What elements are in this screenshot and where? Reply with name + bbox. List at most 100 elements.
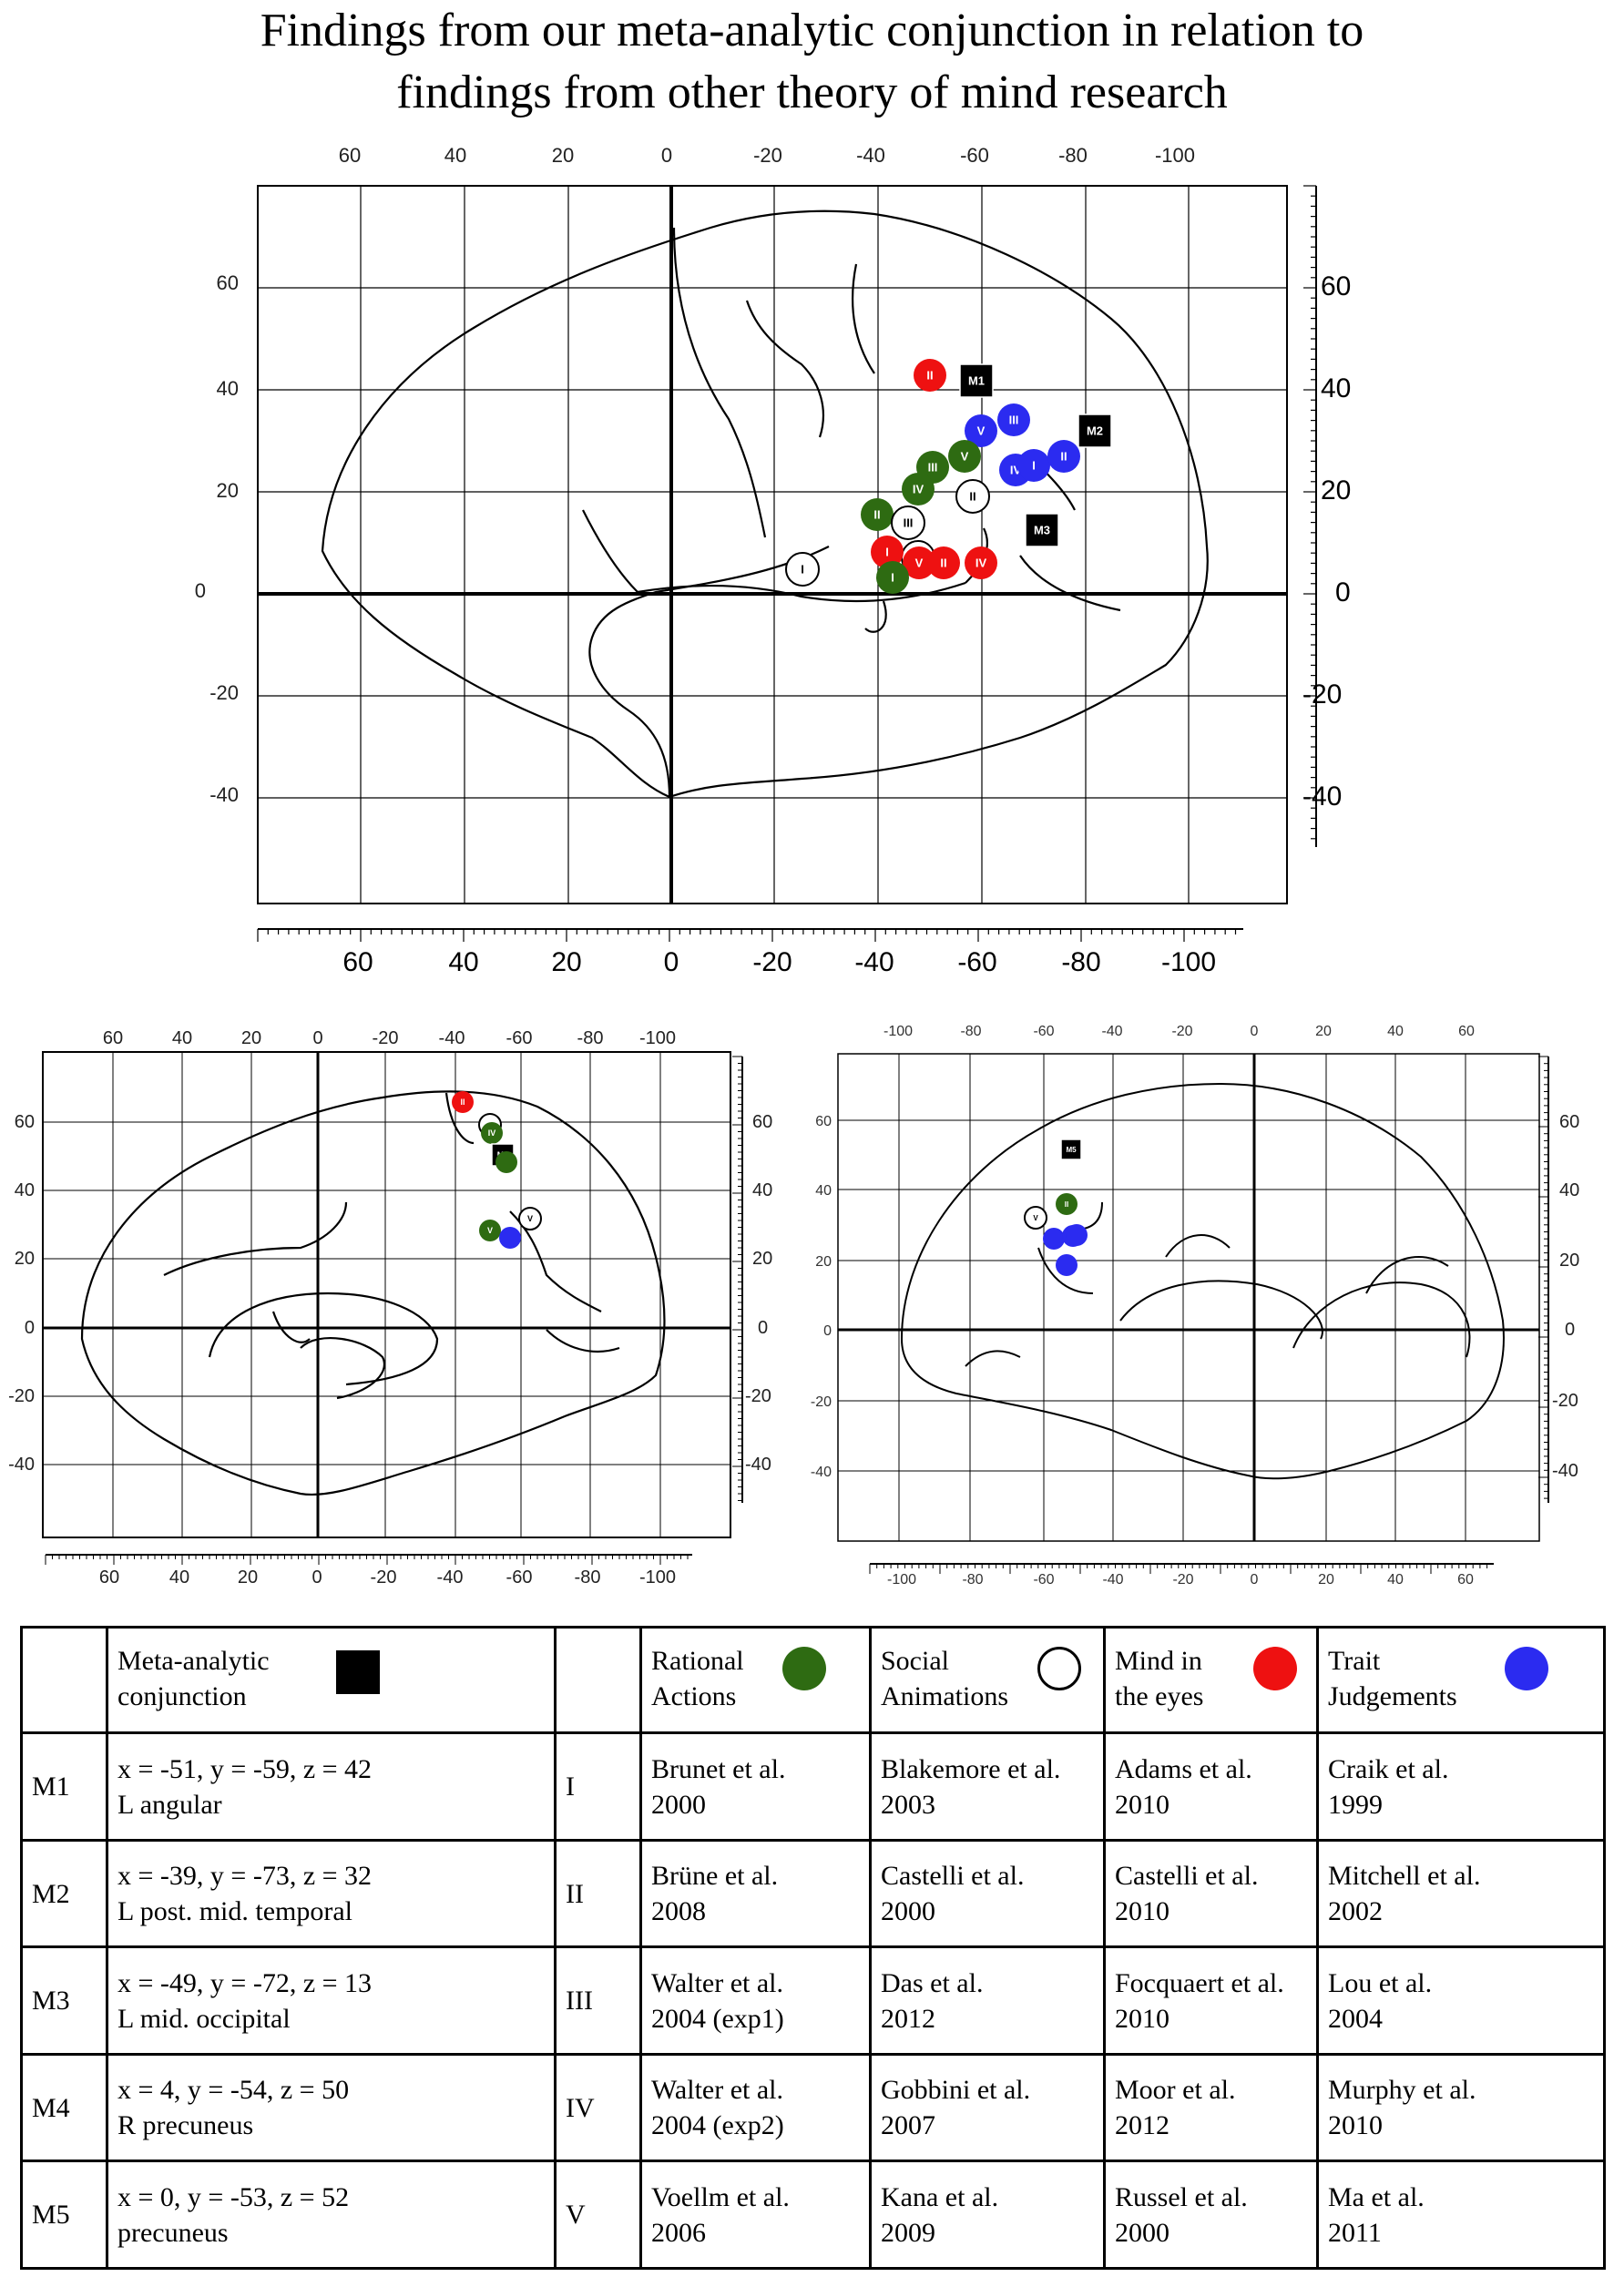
empty-cell: [554, 1625, 642, 1735]
marker-label: I: [891, 571, 894, 585]
tick: -20: [209, 681, 239, 704]
ruler-right: [732, 1056, 743, 1503]
trait-marker: [1043, 1228, 1065, 1250]
header-line: Judgements: [1328, 1681, 1457, 1711]
coords-text: x = -49, y = -72, z = 13: [117, 1967, 373, 1998]
study-line: Murphy et al.: [1328, 2075, 1476, 2106]
tick: 40: [1387, 1572, 1404, 1588]
study-line: 2006: [651, 2217, 706, 2248]
study-line: Brüne et al.: [651, 1861, 779, 1892]
medial-brain-panel-right: -100 -80 -60 -40 -20 0 20 40 60 -100 -80…: [811, 1024, 1579, 1588]
tick: -40: [854, 947, 894, 977]
marker-label: M3: [1034, 524, 1050, 537]
mind-study: Moor et al.2012: [1103, 2052, 1319, 2163]
study-line: 2004 (exp1): [651, 2003, 784, 2034]
tick: -80: [1061, 947, 1100, 977]
tick: 20: [1559, 1251, 1579, 1271]
tick: 60: [752, 1112, 772, 1132]
meta-id: M5: [20, 2160, 108, 2270]
tick: 0: [25, 1318, 35, 1338]
coords-text: x = -51, y = -59, z = 42: [117, 1753, 373, 1784]
grid: [257, 185, 1288, 904]
study-line: 1999: [1328, 1789, 1383, 1820]
tick: -40: [209, 783, 239, 806]
tick: 20: [815, 1254, 832, 1270]
study-line: 2010: [1115, 2003, 1169, 2034]
tick: 20: [552, 144, 574, 167]
tick: 0: [664, 947, 679, 977]
marker-label: I: [801, 563, 804, 577]
study-number: V: [554, 2160, 642, 2270]
rational-marker: IV: [902, 473, 935, 505]
header-line: Rational: [651, 1646, 744, 1676]
tick: 40: [444, 144, 466, 167]
tick: -40: [437, 1567, 464, 1588]
blue-circle-icon: [1505, 1647, 1548, 1690]
mind-study: Russel et al.2000: [1103, 2160, 1319, 2270]
brain-outline: [80, 1090, 666, 1496]
ruler-bottom: [257, 928, 1243, 942]
study-line: Mitchell et al.: [1328, 1861, 1481, 1892]
marker-label: II: [969, 490, 975, 504]
tick: 40: [172, 1028, 192, 1048]
right-tick-labels: 60 40 20 0 -20 -40: [1302, 271, 1351, 812]
meta-coords: x = -49, y = -72, z = 13 L mid. occipital: [106, 1945, 557, 2056]
region-text: L mid. occipital: [117, 2003, 291, 2034]
marker-label: IV: [488, 1128, 496, 1138]
rational-marker: II: [861, 498, 894, 531]
figure-title: Findings from our meta-analytic conjunct…: [0, 0, 1624, 124]
tick: -20: [745, 1386, 771, 1406]
tick: 0: [312, 1567, 322, 1588]
study-line: Das et al.: [881, 1967, 984, 1998]
tick: -20: [752, 947, 792, 977]
tick: -60: [957, 947, 996, 977]
tick: 60: [1559, 1112, 1579, 1132]
tick: -80: [1058, 144, 1088, 167]
ruler-bottom: [45, 1554, 692, 1565]
rational-marker: V: [948, 440, 981, 473]
tick: 40: [1387, 1024, 1404, 1039]
left-tick-labels: 60 40 20 0 -20 -40: [811, 1114, 832, 1480]
left-tick-labels: 60 40 20 0 -20 -40: [8, 1112, 35, 1475]
tick: -40: [1101, 1024, 1122, 1039]
trait-marker: I: [1017, 449, 1050, 482]
mind-marker: II: [452, 1091, 474, 1113]
header-line: Actions: [651, 1681, 737, 1711]
rational-study: Brüne et al. 2008: [639, 1838, 872, 1949]
trait-marker: III: [997, 403, 1030, 436]
trait-header: Trait Judgements: [1316, 1625, 1606, 1735]
tick: 60: [99, 1567, 119, 1588]
tick: 0: [312, 1028, 322, 1048]
social-marker: V: [518, 1207, 542, 1230]
study-line: 2010: [1328, 2110, 1383, 2141]
coords-text: x = 4, y = -54, z = 50: [117, 2075, 350, 2106]
rational-study: Brunet et al.2000: [639, 1731, 872, 1842]
tick: -20: [753, 144, 782, 167]
rational-header: Rational Actions: [639, 1625, 872, 1735]
axes: [258, 186, 1287, 904]
meta-marker: M1: [959, 363, 994, 398]
tick: -40: [8, 1455, 35, 1475]
empty-cell: [20, 1625, 108, 1735]
tick: 20: [1321, 475, 1351, 505]
tick: -80: [962, 1572, 983, 1588]
study-line: 2008: [651, 1896, 706, 1927]
top-tick-labels: -100 -80 -60 -40 -20 0 20 40 60: [883, 1024, 1475, 1039]
mind-study: Castelli et al.2010: [1103, 1838, 1319, 1949]
tick: -20: [1302, 679, 1342, 710]
rational-marker: II: [1056, 1193, 1078, 1215]
marker-label: II: [460, 1098, 465, 1107]
marker-label: IV: [975, 556, 987, 570]
region-text: L angular: [117, 1789, 222, 1820]
tick: 60: [1321, 271, 1351, 301]
meta-marker: M2: [1078, 414, 1112, 448]
top-tick-labels: 60 40 20 0 -20 -40 -60 -80 -100: [103, 1028, 676, 1048]
study-line: 2000: [881, 1896, 935, 1927]
tick: 60: [15, 1112, 35, 1132]
